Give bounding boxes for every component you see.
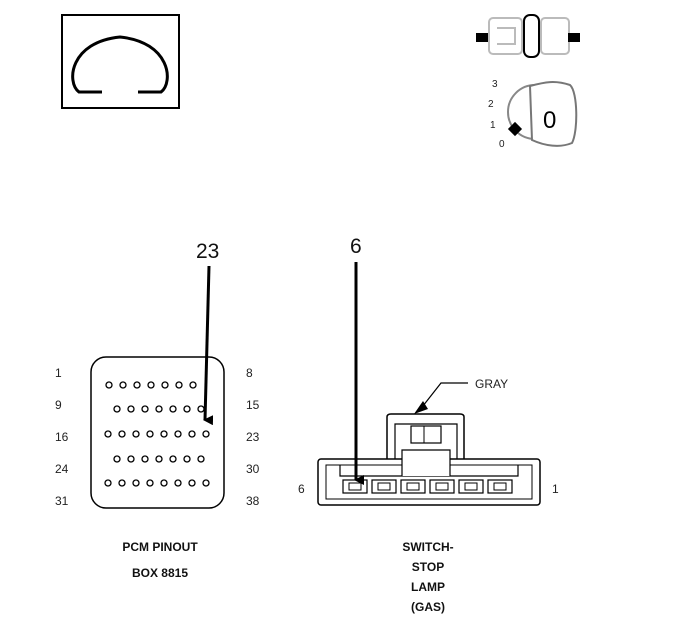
pcm-pin-cavity (132, 430, 140, 438)
pcm-pin-cavity (155, 405, 163, 413)
pcm-pin-cavity (161, 381, 169, 389)
ignition-position-0: 0 (499, 139, 505, 150)
pcm-pin-cavity (197, 455, 205, 463)
pcm-pin-cavity (141, 405, 149, 413)
pcm-pin-cavity (118, 479, 126, 487)
pcm-pin-cavity (174, 479, 182, 487)
pcm-pin-cavity (119, 381, 127, 389)
switch-left-pin-label: 6 (298, 482, 305, 496)
pcm-pin-cavity (160, 430, 168, 438)
switch-caption-line-4: (GAS) (411, 600, 445, 614)
pcm-left-label-1: 1 (55, 366, 62, 380)
switch-pin-terminal (377, 482, 391, 491)
pcm-caption-line-2: BOX 8815 (132, 566, 188, 580)
pcm-pin-cavity (105, 381, 113, 389)
pcm-pin-cavity (155, 455, 163, 463)
pcm-right-label-30: 30 (246, 462, 260, 476)
pcm-pin-cavity (127, 455, 135, 463)
pcm-pin-cavity (104, 479, 112, 487)
switch-right-pin-label: 1 (552, 482, 559, 496)
pcm-pin-cavity (202, 430, 210, 438)
pcm-pin-cavity (188, 430, 196, 438)
switch-pin-row (342, 479, 513, 494)
pcm-pin-cavity (146, 430, 154, 438)
switch-pin-terminal (493, 482, 507, 491)
pcm-pin-cavity (202, 479, 210, 487)
gray-callout-arrowhead (414, 401, 428, 414)
pcm-right-label-38: 38 (246, 494, 260, 508)
switch-caption-line-2: STOP (412, 560, 444, 574)
pcm-left-label-16: 16 (55, 430, 69, 444)
pcm-pin-cavity (118, 430, 126, 438)
switch-pin-terminal (464, 482, 478, 491)
pcm-pin-cavity (141, 455, 149, 463)
pcm-pointer-number: 23 (196, 240, 219, 263)
pcm-left-label-31: 31 (55, 494, 69, 508)
pcm-pin-cavity (133, 381, 141, 389)
pcm-pin-cavity (197, 405, 205, 413)
switch-pin-terminal (435, 482, 449, 491)
pcm-left-label-9: 9 (55, 398, 62, 412)
pcm-pointer-arrow (203, 265, 214, 426)
pcm-pin-cavity (183, 405, 191, 413)
pcm-pin-cavity (169, 455, 177, 463)
pcm-pin-cavity (146, 479, 154, 487)
pcm-connector-box (90, 356, 225, 509)
pcm-pin-cavity (113, 455, 121, 463)
ignition-position-2: 2 (488, 99, 494, 110)
ohmmeter-icon (61, 14, 180, 109)
switch-pointer-number: 6 (350, 235, 362, 258)
switch-caption-line-1: SWITCH- (402, 540, 453, 554)
switch-pin-terminal (406, 482, 420, 491)
stop-lamp-switch-connector (317, 413, 541, 506)
pcm-pin-cavity (174, 430, 182, 438)
pcm-pin-cavity (127, 405, 135, 413)
pcm-caption-line-1: PCM PINOUT (122, 540, 198, 554)
ignition-position-3: 3 (492, 79, 498, 90)
pcm-pin-cavity (169, 405, 177, 413)
pcm-right-label-15: 15 (246, 398, 260, 412)
pcm-pin-grid (104, 381, 210, 487)
pcm-pin-cavity (104, 430, 112, 438)
pcm-right-label-8: 8 (246, 366, 253, 380)
pcm-pin-cavity (189, 381, 197, 389)
ignition-position-1: 1 (490, 120, 496, 131)
pcm-pin-cavity (183, 455, 191, 463)
pcm-pin-cavity (132, 479, 140, 487)
gray-callout-label: GRAY (475, 377, 508, 391)
switch-pin-terminal (348, 482, 362, 491)
ignition-key-icon (507, 81, 578, 147)
gray-callout-leader (418, 382, 468, 412)
pcm-right-label-23: 23 (246, 430, 260, 444)
pcm-pin-cavity (113, 405, 121, 413)
pcm-pin-cavity (175, 381, 183, 389)
pcm-pin-cavity (147, 381, 155, 389)
pcm-pin-cavity (188, 479, 196, 487)
ignition-current-position: 0 (543, 107, 556, 134)
switch-caption-line-3: LAMP (411, 580, 445, 594)
pcm-left-label-24: 24 (55, 462, 69, 476)
connector-disconnect-icon (476, 14, 580, 58)
pcm-pin-cavity (160, 479, 168, 487)
